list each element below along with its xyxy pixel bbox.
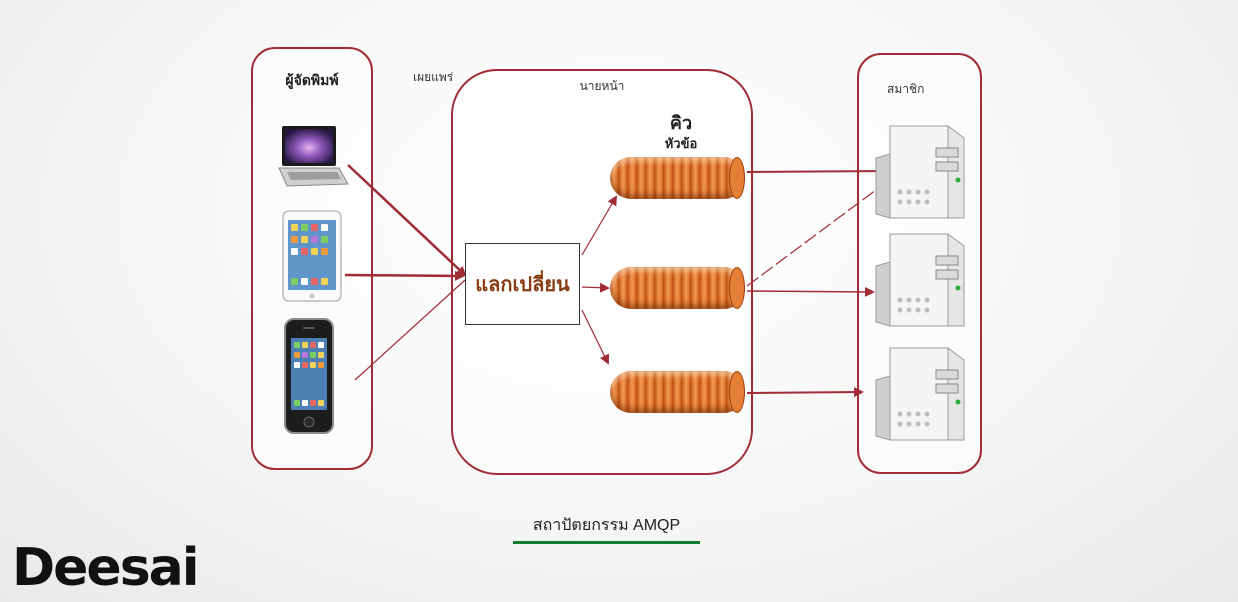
laptop-icon <box>278 126 349 187</box>
exchange-box: แลกเปลี่ยน <box>465 243 580 325</box>
arrow-queue-1-to-server-1 <box>746 166 890 177</box>
subscriber-title: สมาชิก <box>887 82 925 96</box>
arrow-tablet-to-exchange <box>344 270 465 281</box>
topic-label: หัวข้อ <box>664 136 698 151</box>
diagram-caption: สถาปัตยกรรม AMQP <box>532 517 681 534</box>
queue-title: คิว <box>669 113 693 133</box>
arrow-queue-2-to-server-1 <box>746 179 890 287</box>
server-icon <box>875 347 965 441</box>
arrow-exchange-to-queue-2 <box>581 282 610 293</box>
arrow-laptop-to-exchange <box>347 164 467 277</box>
server-icon <box>875 125 965 219</box>
publisher-title: ผู้จัดพิมพ์ <box>285 72 339 88</box>
server-icon <box>875 233 965 327</box>
broker-title: นายหน้า <box>579 79 625 93</box>
arrow-queue-3-to-server-3 <box>746 387 864 398</box>
deesai-logo: Deesai <box>12 538 200 598</box>
queue-cylinder <box>610 371 745 413</box>
arrow-queue-2-to-server-2 <box>746 286 875 297</box>
publish-label: เผยแพร่ <box>413 70 454 84</box>
arrow-exchange-to-queue-1 <box>581 195 618 256</box>
queue-cylinder <box>610 157 745 199</box>
queue-cylinder <box>610 267 745 309</box>
tablet-icon <box>282 210 342 302</box>
arrow-exchange-to-queue-3 <box>581 309 609 365</box>
caption-underline <box>513 541 700 544</box>
smartphone-icon <box>284 318 334 434</box>
exchange-label: แลกเปลี่ยน <box>475 274 570 296</box>
arrow-phone-to-exchange <box>354 279 466 381</box>
